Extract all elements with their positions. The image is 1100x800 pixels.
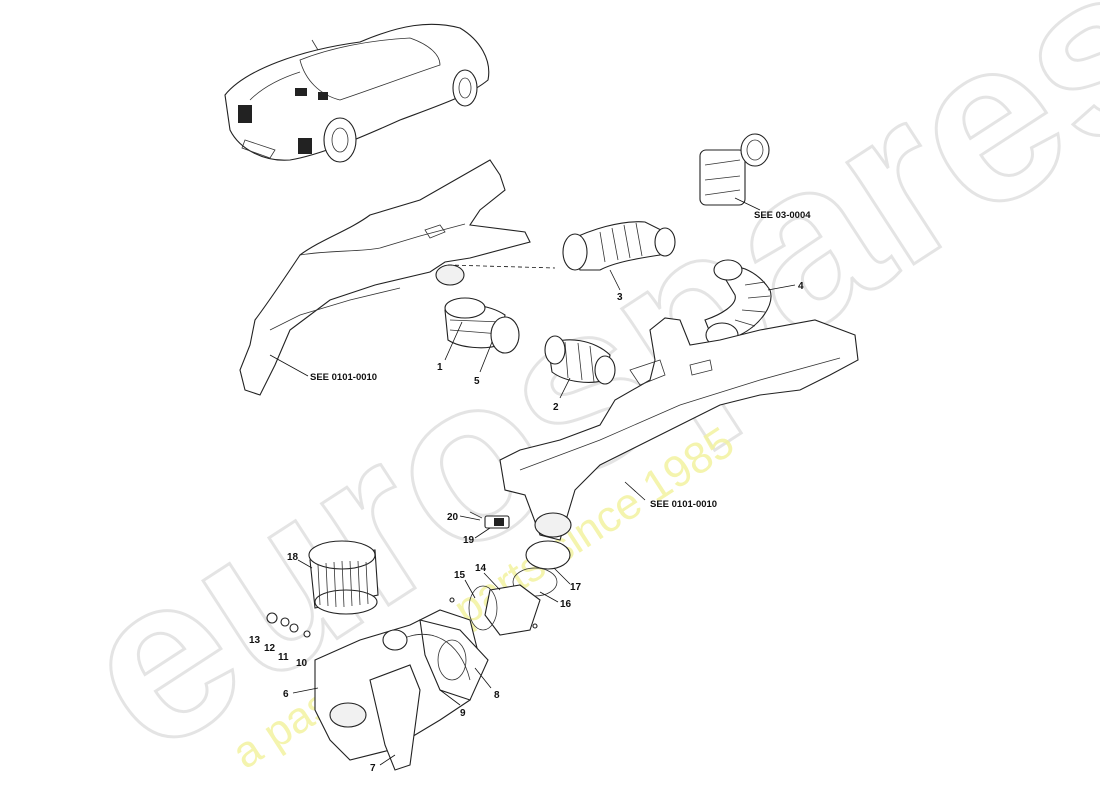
callout-19: 19 (463, 535, 475, 546)
lower-frame-rail (499, 317, 859, 541)
callout-16: 16 (560, 599, 572, 610)
callout-3: 3 (617, 292, 623, 303)
upper-frame-rail (239, 159, 556, 396)
callout-11: 11 (278, 652, 289, 663)
callout-8: 8 (494, 690, 500, 701)
o-ring-15 (468, 585, 498, 631)
fasteners (266, 597, 538, 638)
throttle-body (699, 133, 770, 211)
callout-10: 10 (296, 658, 308, 669)
see-ref-upper-frame: SEE 0101-0010 (310, 372, 377, 383)
callout-20: 20 (447, 512, 459, 523)
hose-clamp-5 (490, 316, 520, 354)
see-ref-lower-frame: SEE 0101-0010 (650, 499, 717, 510)
leader-lines (269, 269, 796, 766)
callout-7: 7 (370, 763, 376, 774)
air-box-assembly (314, 609, 489, 771)
intake-hose-2 (544, 335, 616, 385)
callout-18: 18 (287, 552, 299, 563)
callout-4: 4 (798, 281, 804, 292)
watermark: eurospares a passion for parts since 198… (35, 0, 1100, 800)
callout-9: 9 (460, 708, 466, 719)
intake-hose-1 (444, 297, 506, 349)
callout-2: 2 (553, 402, 559, 413)
sensor-assembly (469, 511, 510, 529)
callout-17: 17 (570, 582, 582, 593)
callout-5: 5 (474, 376, 480, 387)
callout-1: 1 (437, 362, 443, 373)
callout-14: 14 (475, 563, 487, 574)
see-ref-throttle-body: SEE 03-0004 (754, 210, 811, 221)
callout-15: 15 (454, 570, 466, 581)
callout-13: 13 (249, 635, 261, 646)
callout-12: 12 (264, 643, 276, 654)
air-filter-element (308, 540, 379, 615)
callout-6: 6 (283, 689, 289, 700)
watermark-brand: eurospares (37, 0, 1100, 800)
hose-clamp-17 (525, 540, 571, 570)
car-overview-illustration (224, 23, 490, 163)
mounting-flange-14 (484, 584, 541, 636)
intake-hose-3 (562, 221, 676, 271)
